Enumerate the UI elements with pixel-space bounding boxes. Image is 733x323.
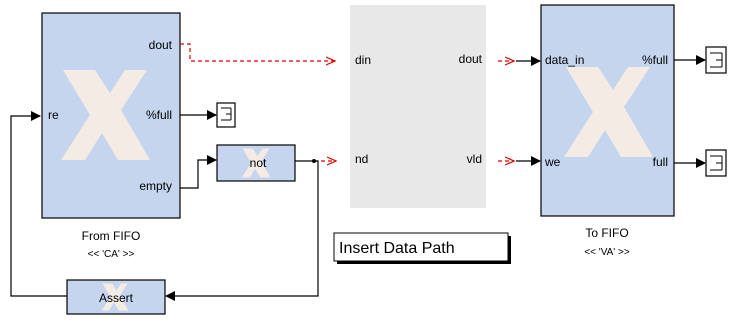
data-path-label: Insert Data Path <box>333 232 511 264</box>
data-path-block[interactable]: din nd dout vld <box>350 5 486 208</box>
port-din: din <box>355 53 371 67</box>
port-pct-full: %full <box>146 108 172 122</box>
port-re: re <box>48 108 59 122</box>
port-full: full <box>653 155 668 169</box>
port-vld: vld <box>467 152 482 166</box>
wire-not-to-assert <box>165 160 319 301</box>
not-label: not <box>250 156 267 170</box>
port-nd: nd <box>355 152 368 166</box>
from-fifo-subcaption: << 'CA' >> <box>88 249 135 260</box>
assert-label: Assert <box>99 291 134 305</box>
port-data-in: data_in <box>545 53 584 67</box>
from-fifo-block[interactable]: re dout %full empty <box>41 12 181 219</box>
to-fifo-caption: To FIFO <box>585 226 628 240</box>
wire-dout-to-din <box>180 43 335 61</box>
terminator-icon[interactable] <box>705 149 727 177</box>
to-fifo-block[interactable]: data_in we %full full <box>540 4 675 217</box>
not-block[interactable]: not <box>216 144 296 182</box>
wire-assert-to-re <box>10 111 67 297</box>
terminator-icon[interactable] <box>216 102 236 128</box>
port-dout: dout <box>149 38 173 52</box>
wire-empty-to-not <box>180 155 217 189</box>
to-fifo-subcaption: << 'VA' >> <box>584 247 629 258</box>
terminator-icon[interactable] <box>705 46 727 74</box>
port-dout: dout <box>459 52 483 66</box>
data-path-label-text: Insert Data Path <box>339 240 455 257</box>
port-we: we <box>544 155 561 169</box>
assert-block[interactable]: Assert <box>66 279 166 315</box>
port-pct-full: %full <box>642 53 668 67</box>
port-empty: empty <box>139 179 172 193</box>
from-fifo-caption: From FIFO <box>82 229 141 243</box>
